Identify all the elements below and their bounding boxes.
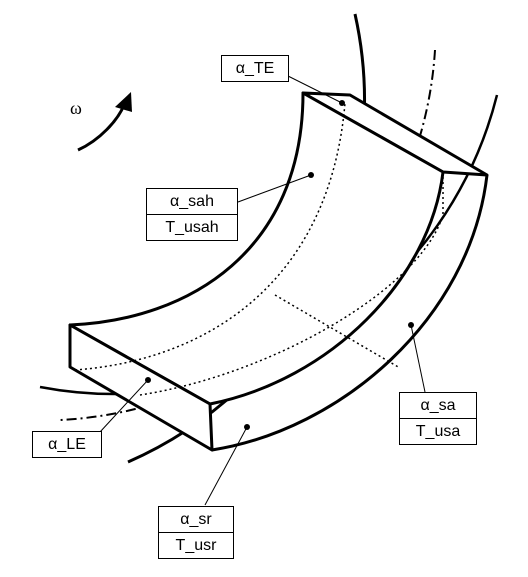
rotation-arrowhead-icon <box>115 92 132 112</box>
label-pressure-side: α_sr T_usr <box>158 506 234 559</box>
temp-usa: T_usa <box>400 418 476 444</box>
leader-dot-sr <box>244 424 250 430</box>
leader-sa <box>410 324 426 393</box>
leader-dot-sah <box>308 172 314 178</box>
label-leading-edge: α_LE <box>32 431 102 458</box>
leader-dot-sa <box>408 322 414 328</box>
coef-sr: α_sr <box>180 511 212 528</box>
label-suction-side: α_sa T_usa <box>399 392 477 445</box>
leader-sah <box>237 174 312 203</box>
leader-le <box>99 379 149 433</box>
rotation-arrow-icon <box>77 104 126 152</box>
label-trailing-edge: α_TE <box>221 55 289 82</box>
coef-te: α_TE <box>235 60 275 77</box>
blade-hidden-line-2 <box>139 214 444 396</box>
blade-outer-edge <box>211 174 489 452</box>
coef-le: α_LE <box>48 436 86 453</box>
temp-usah: T_usah <box>147 214 237 240</box>
rotation-symbol: ω <box>70 98 82 118</box>
leader-dot-le <box>145 377 151 383</box>
label-suction-hub: α_sah T_usah <box>146 188 238 241</box>
leader-te <box>287 75 343 104</box>
blade-inner-face <box>68 91 445 406</box>
coef-sa: α_sa <box>420 397 456 414</box>
temp-usr: T_usr <box>159 532 233 558</box>
leader-dot-te <box>339 100 345 106</box>
blade-hidden-line-3 <box>274 294 401 369</box>
leader-sr <box>204 426 248 506</box>
coef-sah: α_sah <box>170 193 214 210</box>
blade-hidden-line-1 <box>74 102 346 371</box>
